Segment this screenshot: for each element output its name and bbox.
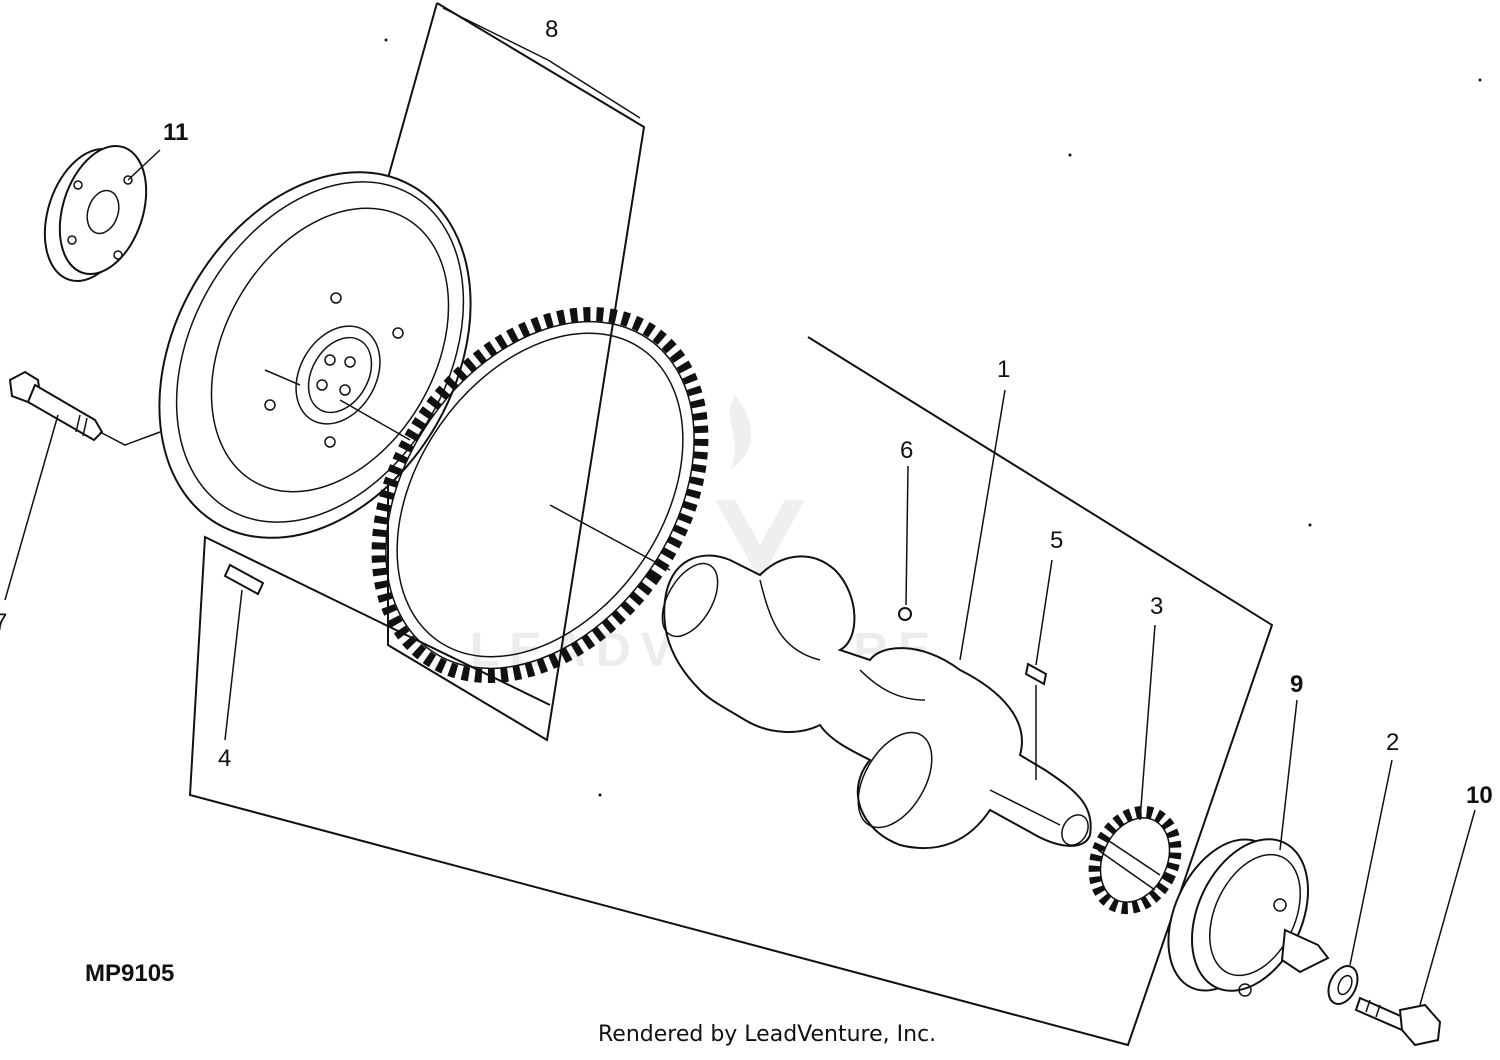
- specks: [384, 38, 1482, 797]
- part-11-coupling: [43, 145, 148, 282]
- part-4-pin: [223, 563, 265, 596]
- callout-6: 6: [900, 437, 913, 464]
- part-2-washer: [1327, 965, 1359, 1005]
- assembly-outlines: [188, 2, 1274, 1047]
- callout-1: 1: [997, 356, 1010, 383]
- callout-8: 8: [545, 16, 558, 43]
- crankshaft: [661, 554, 1092, 850]
- callout-5: 5: [1050, 527, 1063, 554]
- part-7-bolt: [8, 370, 104, 442]
- callout-11: 11: [163, 119, 188, 146]
- flywheel: [158, 171, 472, 539]
- part-5-key: [1024, 662, 1048, 686]
- part-3-gear: [1088, 805, 1182, 915]
- part-9-pulley: [1167, 838, 1330, 997]
- footer-credit: Rendered by LeadVenture, Inc.: [598, 1022, 936, 1047]
- figure-code: MP9105: [85, 960, 174, 987]
- crankshaft-group-outline: [188, 336, 1274, 1047]
- leader-lines: [4, 7, 1476, 1006]
- part-10-bolt: [1354, 996, 1442, 1047]
- callout-9: 9: [1290, 671, 1303, 698]
- flywheel-group-outline: [387, 2, 646, 742]
- callout-4: 4: [218, 745, 231, 772]
- callout-7: 7: [0, 609, 7, 636]
- callout-labels: 8 11 7 4 1 6 5 3 9 2 10: [0, 16, 1493, 809]
- ring-gear: [371, 307, 709, 683]
- callout-2: 2: [1386, 729, 1399, 756]
- callout-3: 3: [1150, 593, 1163, 620]
- callout-10: 10: [1466, 782, 1493, 809]
- part-6-ball: [898, 607, 912, 621]
